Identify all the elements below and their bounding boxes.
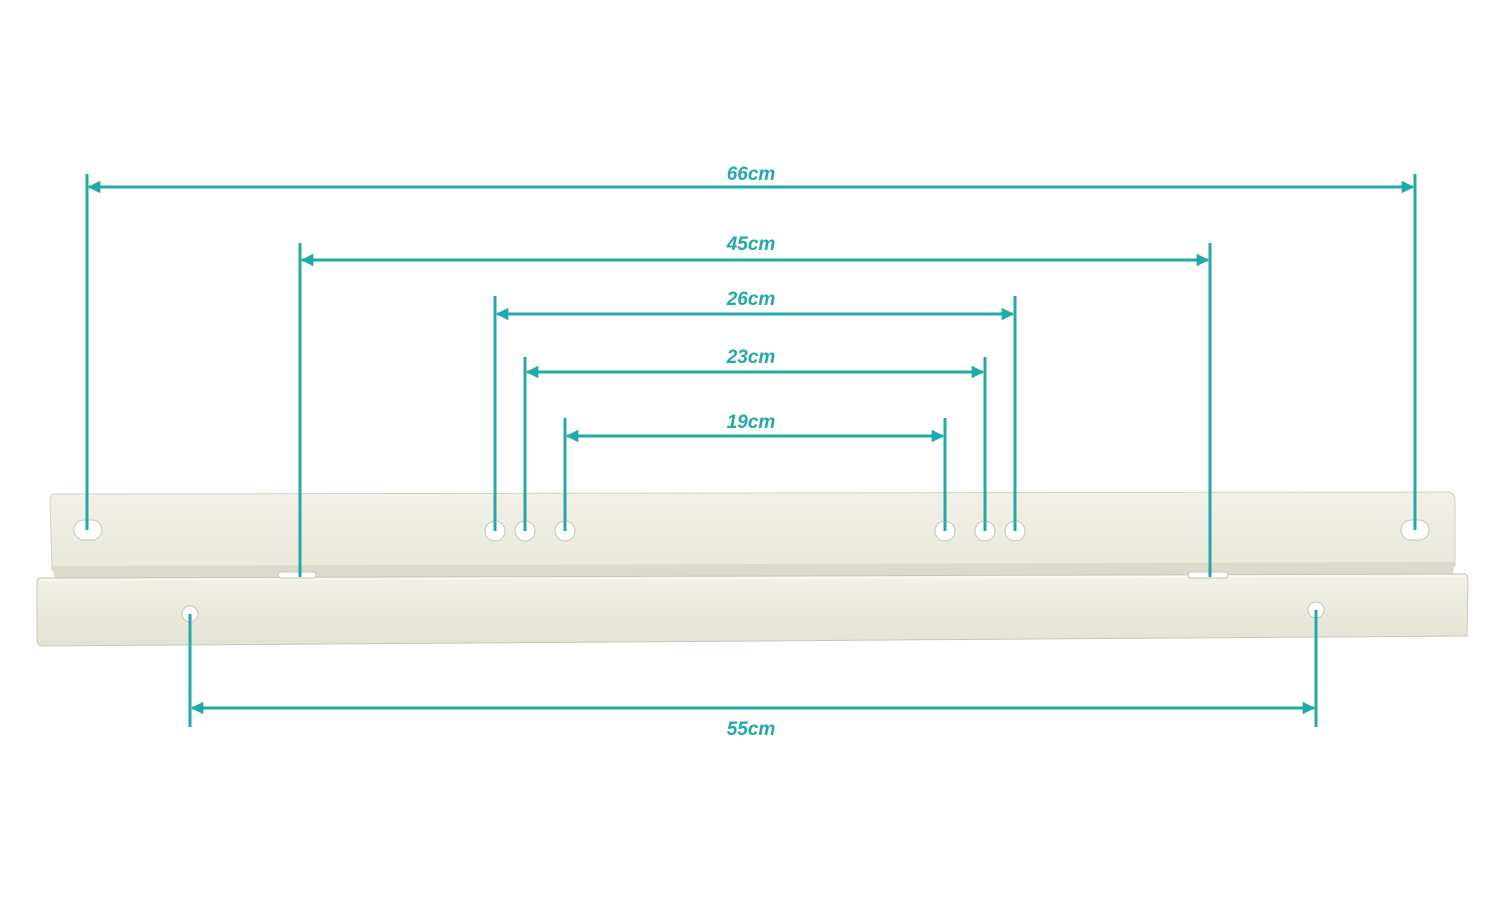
bracket-flange-edge <box>39 575 1467 581</box>
dimension-45cm <box>298 243 1212 577</box>
label-45cm: 45cm <box>726 234 776 255</box>
dimensions <box>85 174 1417 727</box>
bracket-back-plate <box>49 491 1456 571</box>
label-66cm: 66cm <box>727 164 776 185</box>
dimension-19cm <box>563 418 947 531</box>
crease-slot-left <box>277 571 317 579</box>
bracket-flange <box>36 573 1469 647</box>
dimension-26cm <box>493 296 1017 531</box>
dimension-labels: 66cm 45cm 26cm 23cm 19cm 55cm <box>726 164 776 740</box>
label-19cm: 19cm <box>727 412 776 433</box>
label-23cm: 23cm <box>726 347 776 368</box>
dimension-55cm <box>188 610 1318 727</box>
bracket <box>36 491 1469 647</box>
crease-slot-right <box>1187 571 1229 579</box>
dimension-66cm <box>85 174 1417 530</box>
dimension-23cm <box>523 357 987 531</box>
label-55cm: 55cm <box>727 719 776 740</box>
label-26cm: 26cm <box>726 289 776 310</box>
